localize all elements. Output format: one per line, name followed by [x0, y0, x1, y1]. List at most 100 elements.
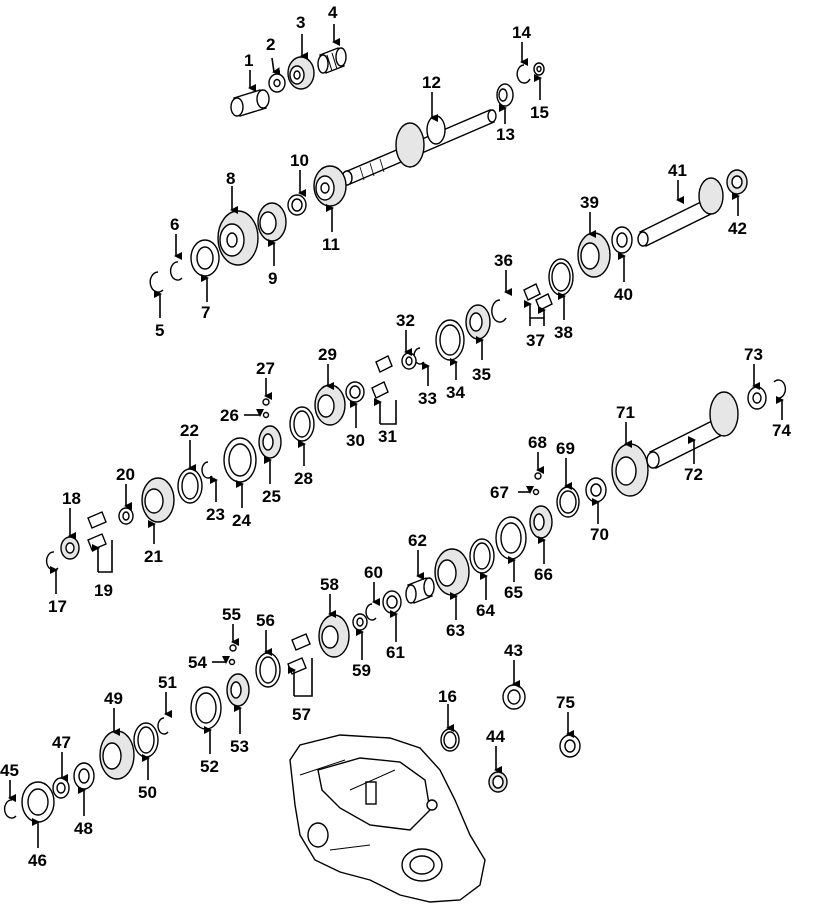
part-19-needle-bearing — [87, 511, 107, 551]
part-21-gear — [141, 477, 175, 523]
part-47-washer — [52, 777, 70, 799]
callout-72: 72 — [684, 465, 703, 484]
part-6-snap-ring — [169, 261, 183, 281]
part-42-nut — [726, 169, 748, 195]
callout-15: 15 — [530, 103, 549, 122]
part-74-snap-ring — [773, 379, 787, 399]
part-40-bearing — [611, 226, 633, 254]
part-13-bearing — [496, 83, 514, 107]
callout-7: 7 — [201, 303, 210, 322]
part-54-spring — [228, 658, 236, 666]
callout-32: 32 — [396, 311, 415, 330]
part-4-needle-bearing — [317, 47, 347, 74]
part-75-plug — [559, 734, 581, 758]
callout-61: 61 — [386, 643, 405, 662]
callout-75: 75 — [556, 693, 575, 712]
part-69-ring — [556, 486, 580, 518]
callout-30: 30 — [346, 431, 365, 450]
part-56-synchro-ring — [255, 652, 281, 688]
callout-36: 36 — [494, 251, 513, 270]
part-57-needle-bearing — [287, 633, 311, 675]
part-53-synchro-hub — [226, 673, 250, 707]
callout-70: 70 — [590, 525, 609, 544]
callout-20: 20 — [116, 465, 135, 484]
part-46-bearing — [21, 781, 55, 823]
callout-43: 43 — [504, 641, 523, 660]
part-27-detent-ball — [262, 398, 270, 406]
callout-69: 69 — [556, 439, 575, 458]
callout-48: 48 — [74, 819, 93, 838]
callout-66: 66 — [534, 565, 553, 584]
part-49-gear — [99, 730, 135, 780]
callout-39: 39 — [580, 193, 599, 212]
part-20-bushing — [118, 507, 134, 525]
part-26-spring — [262, 411, 270, 419]
part-28-synchro-ring — [289, 406, 315, 442]
callout-59: 59 — [352, 661, 371, 680]
callout-leaders — [8, 24, 784, 848]
callout-41: 41 — [668, 161, 687, 180]
part-8-gear — [217, 210, 259, 266]
part-60-snap-ring — [365, 603, 377, 621]
part-63-gear — [434, 548, 470, 596]
callout-35: 35 — [472, 365, 491, 384]
part-2-washer — [268, 73, 286, 93]
callout-2: 2 — [266, 35, 275, 54]
part-44-seal — [488, 771, 508, 793]
callout-34: 34 — [446, 383, 465, 402]
callout-17: 17 — [48, 597, 67, 616]
part-1-sleeve — [230, 89, 270, 117]
callout-65: 65 — [504, 583, 523, 602]
callout-54: 54 — [188, 653, 207, 672]
callout-23: 23 — [206, 505, 225, 524]
part-34-synchro-sleeve — [435, 319, 465, 361]
callout-44: 44 — [486, 727, 505, 746]
part-65-synchro-sleeve — [495, 516, 527, 560]
part-73-bearing — [747, 386, 767, 410]
part-25-synchro-hub — [258, 425, 282, 459]
part-41-countershaft — [637, 177, 724, 247]
part-9-gear — [257, 202, 287, 242]
part-5-snap-ring — [149, 271, 164, 293]
part-48-bearing — [73, 762, 95, 790]
callout-16: 16 — [438, 687, 457, 706]
part-31-needle-bearing — [371, 355, 393, 399]
part-51-snap-ring — [157, 717, 169, 735]
part-3-gear — [287, 56, 315, 90]
callout-63: 63 — [446, 621, 465, 640]
callout-45: 45 — [0, 761, 19, 780]
part-22-synchro-ring — [177, 468, 203, 504]
part-67-spring — [532, 488, 540, 496]
part-14-snap-ring — [516, 64, 531, 84]
callout-31: 31 — [378, 427, 397, 446]
callout-18: 18 — [62, 489, 81, 508]
callout-62: 62 — [408, 531, 427, 550]
callout-22: 22 — [180, 421, 199, 440]
callout-24: 24 — [232, 511, 251, 530]
callout-21: 21 — [144, 547, 163, 566]
callout-26: 26 — [220, 406, 239, 425]
callout-74: 74 — [772, 421, 791, 440]
part-16-seal — [440, 728, 460, 752]
callout-51: 51 — [158, 673, 177, 692]
callout-13: 13 — [496, 125, 515, 144]
callout-53: 53 — [230, 737, 249, 756]
callout-58: 58 — [320, 575, 339, 594]
part-32-washer — [401, 352, 417, 370]
part-71-gear — [611, 443, 649, 497]
callout-8: 8 — [226, 169, 235, 188]
part-23-snap-ring — [201, 461, 213, 479]
part-38-synchro-ring — [548, 258, 574, 296]
callout-52: 52 — [200, 757, 219, 776]
part-61-bushing — [382, 590, 402, 614]
callout-37: 37 — [526, 331, 545, 350]
part-58-gear — [318, 614, 350, 658]
callout-11: 11 — [322, 235, 340, 254]
part-39-gear — [577, 232, 611, 278]
callout-40: 40 — [614, 285, 633, 304]
part-43-seal — [502, 684, 526, 710]
part-10-bushing — [287, 194, 307, 216]
part-66-synchro-hub — [529, 505, 553, 539]
part-11-gear — [313, 165, 347, 207]
